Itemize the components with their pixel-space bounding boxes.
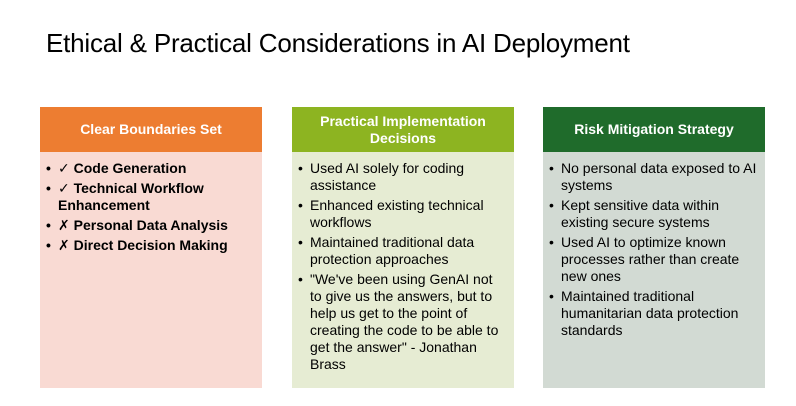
card-title: Risk Mitigation Strategy bbox=[574, 121, 734, 137]
implementation-list: Used AI solely for coding assistance Enh… bbox=[296, 160, 506, 373]
card-title: Clear Boundaries Set bbox=[80, 121, 222, 137]
list-item: Used AI to optimize known processes rath… bbox=[547, 234, 757, 285]
list-item: No personal data exposed to AI systems bbox=[547, 160, 757, 194]
list-item: ✓ Code Generation bbox=[44, 160, 254, 177]
list-item: ✗ Personal Data Analysis bbox=[44, 217, 254, 234]
list-item: Used AI solely for coding assistance bbox=[296, 160, 506, 194]
card-clear-boundaries: Clear Boundaries Set ✓ Code Generation ✓… bbox=[40, 107, 262, 388]
list-item: Kept sensitive data within existing secu… bbox=[547, 197, 757, 231]
card-practical-implementation: Practical Implementation Decisions Used … bbox=[292, 107, 514, 388]
card-title: Practical Implementation Decisions bbox=[320, 112, 486, 146]
risk-list: No personal data exposed to AI systems K… bbox=[547, 160, 757, 339]
card-header-practical-implementation: Practical Implementation Decisions bbox=[292, 107, 514, 152]
list-item: ✗ Direct Decision Making bbox=[44, 237, 254, 254]
list-item: Enhanced existing technical workflows bbox=[296, 197, 506, 231]
card-body-clear-boundaries: ✓ Code Generation ✓ Technical Workflow E… bbox=[40, 152, 262, 388]
card-body-practical-implementation: Used AI solely for coding assistance Enh… bbox=[292, 152, 514, 388]
card-header-clear-boundaries: Clear Boundaries Set bbox=[40, 107, 262, 152]
list-item: Maintained traditional humanitarian data… bbox=[547, 288, 757, 339]
list-item: Maintained traditional data protection a… bbox=[296, 234, 506, 268]
card-body-risk-mitigation: No personal data exposed to AI systems K… bbox=[543, 152, 765, 388]
boundaries-list: ✓ Code Generation ✓ Technical Workflow E… bbox=[44, 160, 254, 254]
list-item: ✓ Technical Workflow Enhancement bbox=[44, 180, 254, 214]
card-risk-mitigation: Risk Mitigation Strategy No personal dat… bbox=[543, 107, 765, 388]
card-header-risk-mitigation: Risk Mitigation Strategy bbox=[543, 107, 765, 152]
slide-title: Ethical & Practical Considerations in AI… bbox=[46, 28, 630, 58]
list-item: "We've been using GenAI not to give us t… bbox=[296, 271, 506, 373]
